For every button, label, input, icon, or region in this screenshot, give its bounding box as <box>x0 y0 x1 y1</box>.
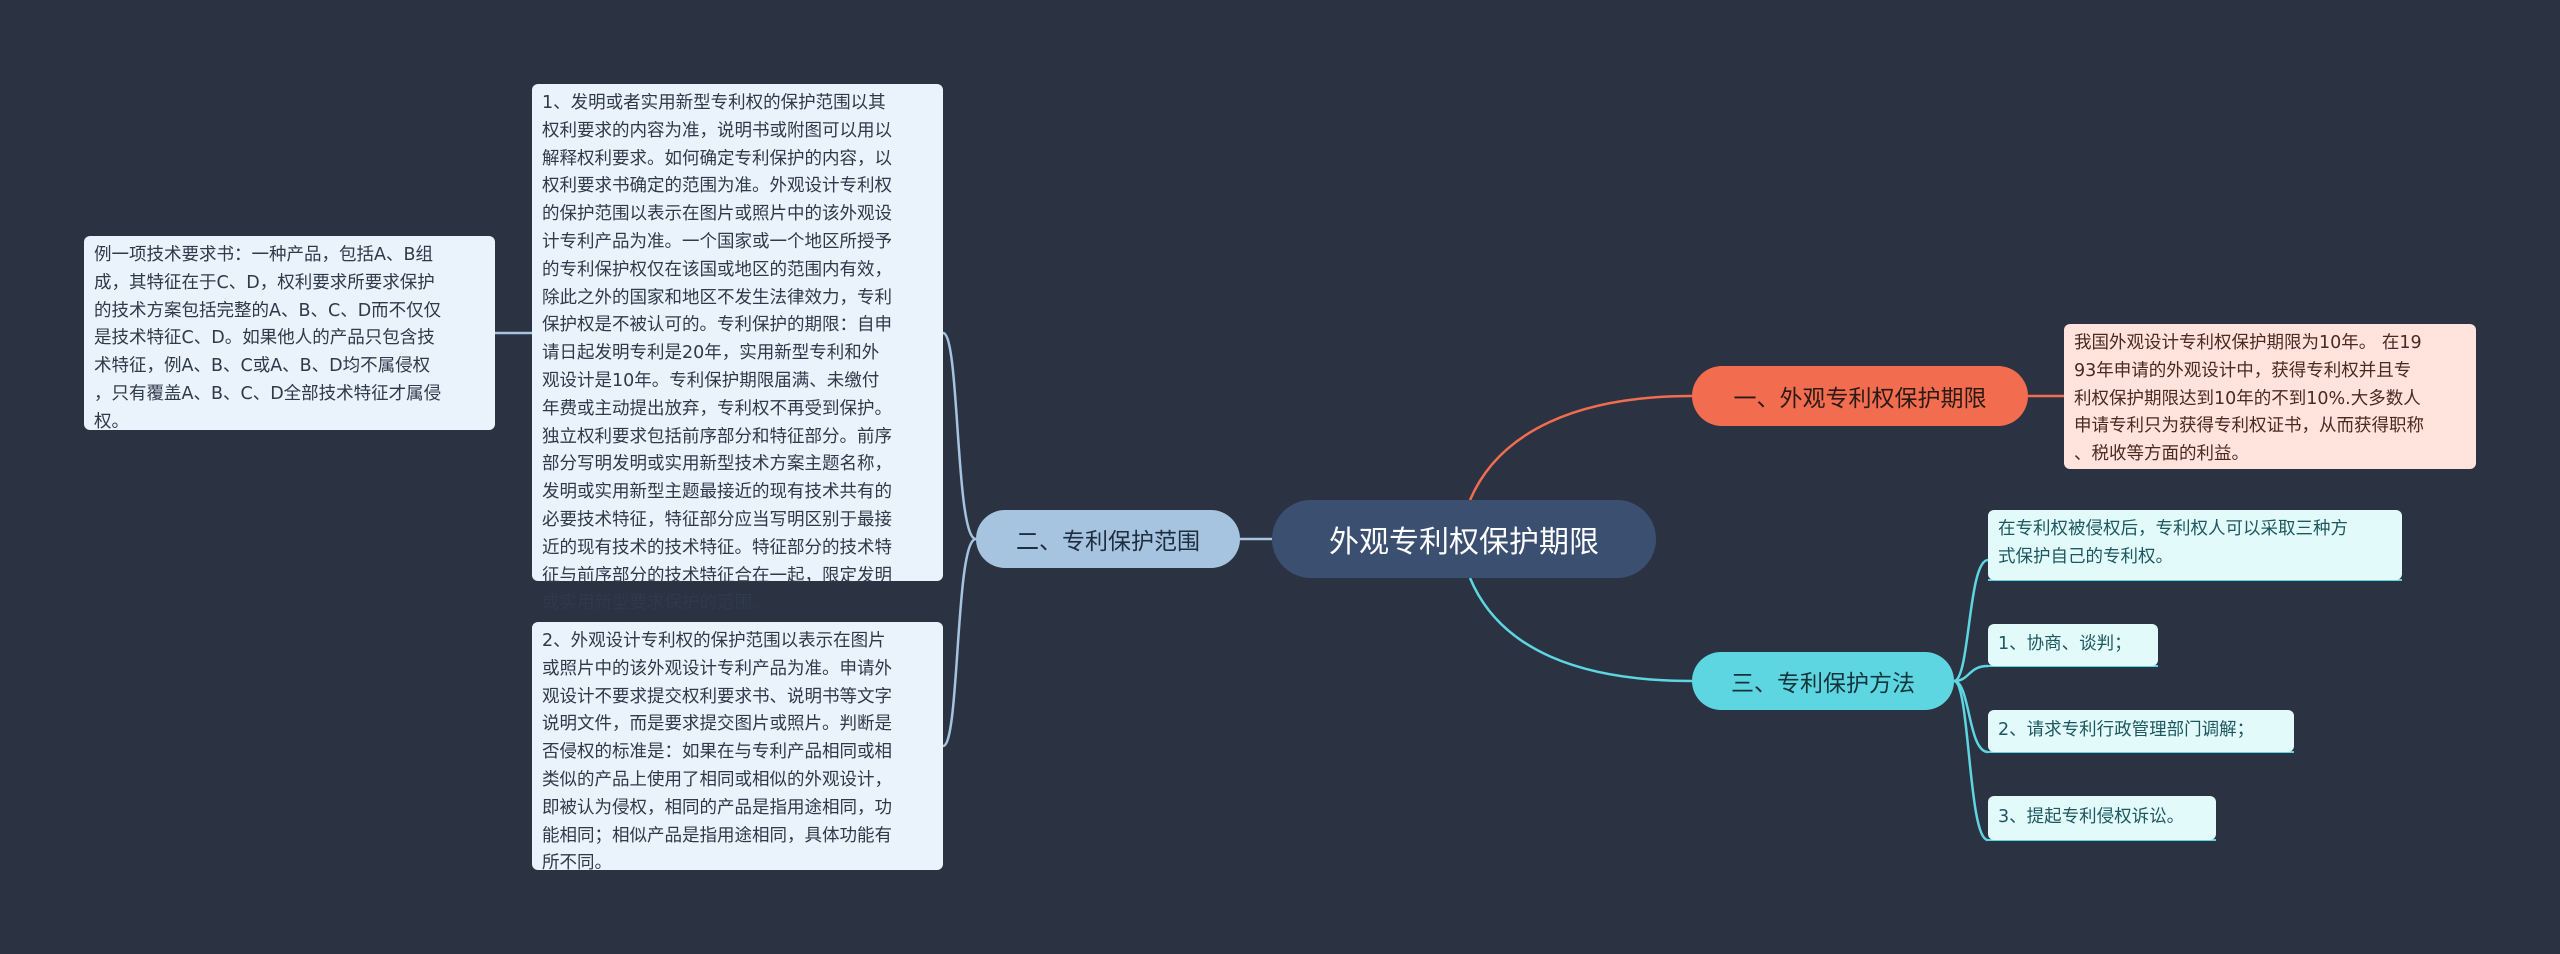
scope-example-card[interactable]: 例一项技术要求书：一种产品，包括A、B组 成，其特征在于C、D，权利要求所要求保… <box>84 236 495 432</box>
link-center-period <box>1468 394 1693 501</box>
scope-item-1-card[interactable]: 1、发明或者实用新型专利权的保护范围以其 权利要求的内容为准，说明书或附图可以用… <box>532 84 943 613</box>
scope-item-2-card[interactable]: 2、外观设计专利权的保护范围以表示在图片 或照片中的该外观设计专利产品为准。申请… <box>532 622 943 873</box>
method-item-3[interactable]: 3、提起专利侵权诉讼。 <box>1988 796 2216 840</box>
link-methods-intro <box>1953 558 1989 683</box>
period-detail-card[interactable]: 我国外观设计专利权保护期限为10年。 在19 93年申请的外观设计中，获得专利权… <box>2064 324 2476 469</box>
central-topic[interactable]: 外观专利权保护期限 <box>1272 500 1656 578</box>
method-item-2[interactable]: 2、请求专利行政管理部门调解； <box>1988 710 2294 752</box>
link-center-methods <box>1468 577 1693 683</box>
method-item-1[interactable]: 1、协商、谈判； <box>1988 624 2158 666</box>
link-scope-item1 <box>941 331 977 541</box>
methods-intro-card[interactable]: 在专利权被侵权后，专利权人可以采取三种方 式保护自己的专利权。 <box>1988 510 2402 580</box>
link-scope-item2 <box>941 537 977 748</box>
branch-protection-scope[interactable]: 二、专利保护范围 <box>976 510 1240 568</box>
link-methods-1 <box>1953 664 1989 683</box>
link-methods-2 <box>1953 679 1989 754</box>
branch-protection-methods[interactable]: 三、专利保护方法 <box>1692 652 1954 710</box>
link-methods-3 <box>1953 679 1989 842</box>
branch-protection-period[interactable]: 一、外观专利权保护期限 <box>1692 366 2028 426</box>
